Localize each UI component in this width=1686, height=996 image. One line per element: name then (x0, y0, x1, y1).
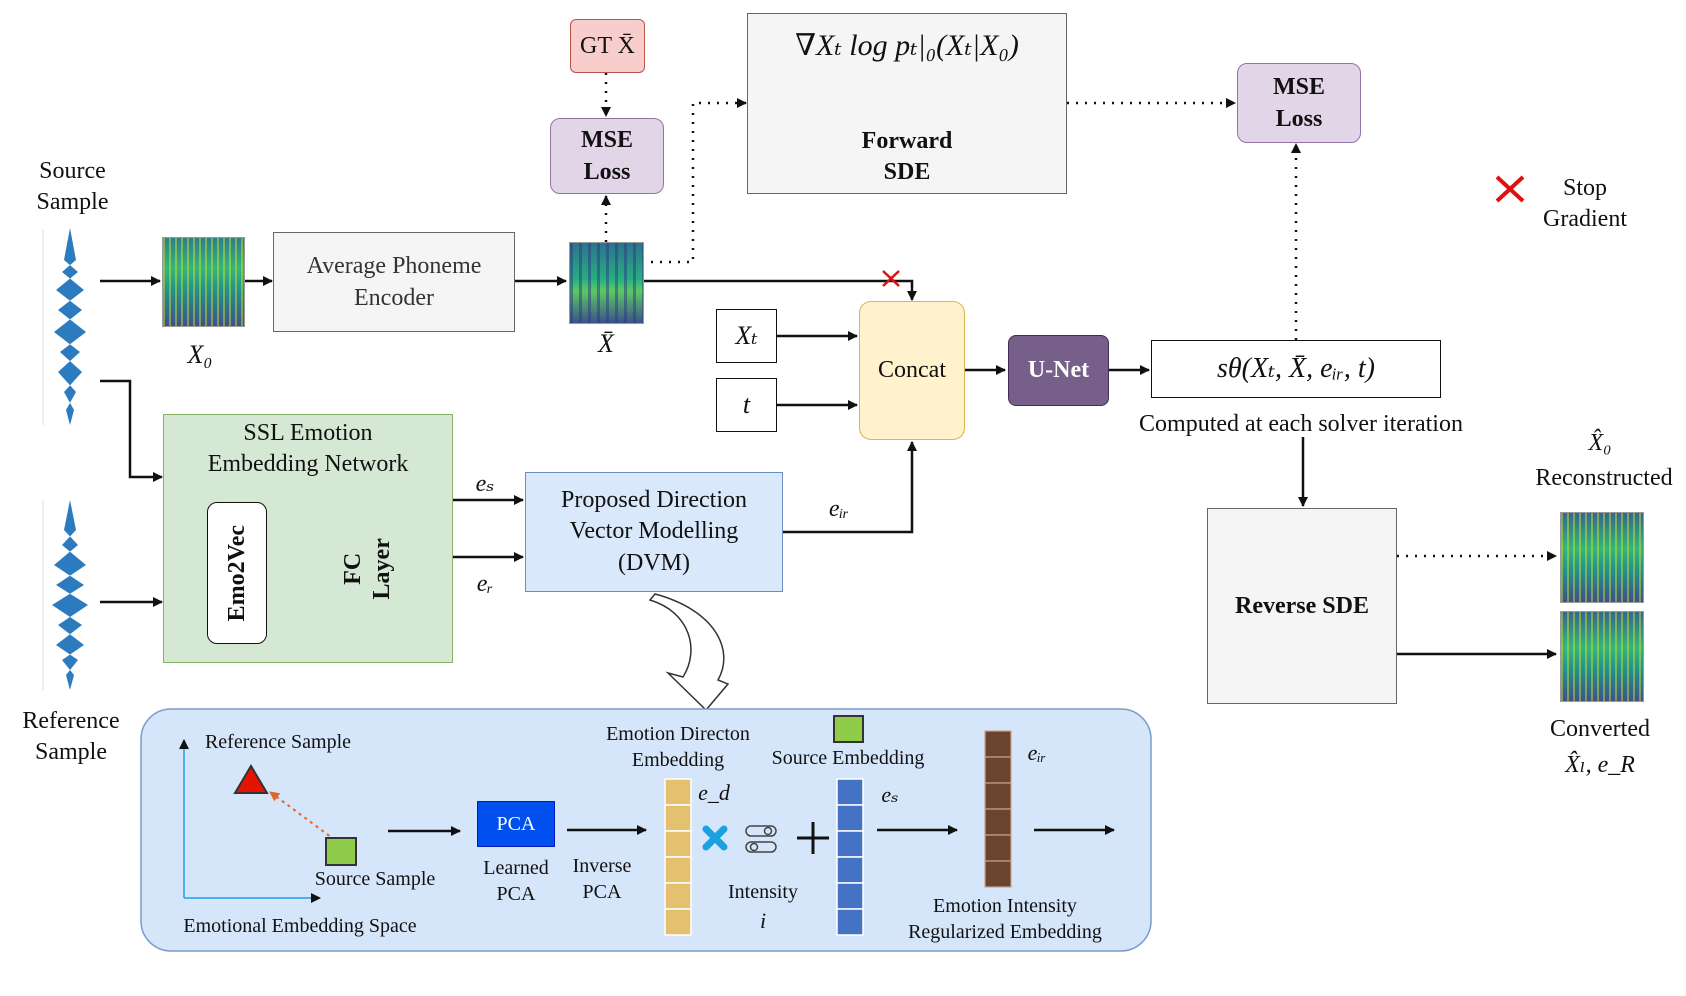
xt-label: Xₜ (735, 321, 758, 351)
t-label: t (742, 390, 751, 420)
panel-es-label: eₛ (881, 782, 899, 807)
emo2vec-label: Emo2Vec (223, 524, 250, 622)
er-label: eᵣ (476, 571, 494, 597)
panel-reference-sample-label: Reference Sample (204, 731, 352, 753)
intensity-label: Intensity (728, 881, 798, 903)
source-waveform-icon (42, 228, 86, 425)
average-phoneme-encoder-label: Average Phoneme Encoder (306, 252, 482, 311)
score-function-label: ∇Xₜ log pₜ|₀(Xₜ|X₀) (795, 29, 1019, 62)
reference-waveform-icon (42, 500, 88, 690)
pca-box: PCA (477, 801, 555, 847)
ssl-network-label: SSL Emotion Embedding Network (207, 420, 409, 478)
ed-label: e_d (698, 780, 730, 805)
unet-box: U-Net (1008, 335, 1109, 406)
reconstructed-spectrogram-image (1560, 512, 1644, 603)
source-sample-label: Source Sample (36, 158, 109, 216)
intensity-embedding-label: Emotion Intensity Regularized Embedding (908, 895, 1102, 943)
gt-xbar-label: GT X̄ (580, 32, 635, 59)
dvm-label: Proposed Direction Vector Modelling (DVM… (561, 487, 747, 576)
xt-input-box: Xₜ (716, 309, 777, 363)
converted-label: Converted (1550, 716, 1650, 742)
es-label: eₛ (475, 471, 495, 497)
intensity-slider-icon (745, 825, 777, 853)
xbar-spectrogram-image (569, 242, 644, 324)
mse-loss-label: MSE Loss (580, 126, 633, 185)
learned-pca-label: Learned PCA (483, 857, 549, 905)
pca-label: PCA (496, 812, 536, 835)
xbar-label: X̄ (598, 329, 614, 358)
inverse-pca-label: Inverse PCA (572, 855, 632, 903)
solver-iteration-note: Computed at each solver iteration (1139, 411, 1463, 437)
source-embedding-column (836, 778, 864, 936)
reverse-sde-label: Reverse SDE (1235, 592, 1369, 619)
stop-gradient-label: Stop Gradient (1543, 175, 1627, 233)
score-network-output-box: sθ(Xₜ, X̄, eᵢᵣ, t) (1151, 340, 1441, 398)
x0-spectrogram-image (162, 237, 245, 327)
fc-layer-label: FC Layer (340, 538, 395, 600)
reference-sample-triangle (233, 764, 269, 794)
unet-label: U-Net (1027, 357, 1090, 384)
concat-box: Concat (859, 301, 965, 440)
intensity-regularized-embedding-column (984, 730, 1012, 888)
mse-loss-box-left: MSE Loss (550, 118, 664, 194)
stop-gradient-marker-icon (882, 270, 900, 287)
average-phoneme-encoder-box: Average Phoneme Encoder (273, 232, 515, 332)
emotion-direction-label: Emotion Directon Embedding (606, 723, 750, 771)
mse-loss-label: MSE Loss (1272, 73, 1325, 132)
x0-label: X₀ (187, 340, 213, 369)
reference-sample-label: Reference Sample (22, 708, 120, 766)
s-theta-label: sθ(Xₜ, X̄, eᵢᵣ, t) (1217, 353, 1375, 385)
emo2vec-box: Emo2Vec (207, 502, 267, 644)
concat-label: Concat (878, 357, 946, 384)
stop-gradient-legend-icon (1495, 175, 1525, 203)
forward-sde-label: Forward SDE (861, 128, 953, 186)
t-input-box: t (716, 378, 777, 432)
reconstructed-label: Reconstructed (1535, 465, 1673, 491)
dvm-detail-arrow (648, 593, 730, 712)
emotion-direction-embedding-column (664, 778, 692, 936)
source-sample-square (325, 837, 357, 866)
multiply-icon (702, 825, 728, 851)
source-embedding-label: Source Embedding (771, 747, 925, 769)
eir-label: eᵢᵣ (828, 496, 850, 522)
x0-hat-label: X̂₀ (1588, 430, 1612, 456)
emotional-embedding-space-label: Emotional Embedding Space (183, 915, 417, 937)
dvm-box: Proposed Direction Vector Modelling (DVM… (525, 472, 783, 592)
gt-xbar-box: GT X̄ (570, 19, 645, 73)
xl-eR-label: X̂ₗ, e_R (1565, 752, 1635, 778)
mse-loss-box-right: MSE Loss (1237, 63, 1361, 143)
intensity-i-label: i (759, 908, 767, 933)
plus-icon (797, 822, 829, 854)
panel-source-sample-label: Source Sample (314, 868, 436, 890)
forward-sde-box (747, 13, 1067, 194)
reverse-sde-box: Reverse SDE (1207, 508, 1397, 704)
source-embedding-square (833, 715, 864, 743)
panel-eir-label: eᵢᵣ (1027, 740, 1047, 765)
converted-spectrogram-image (1560, 611, 1644, 702)
